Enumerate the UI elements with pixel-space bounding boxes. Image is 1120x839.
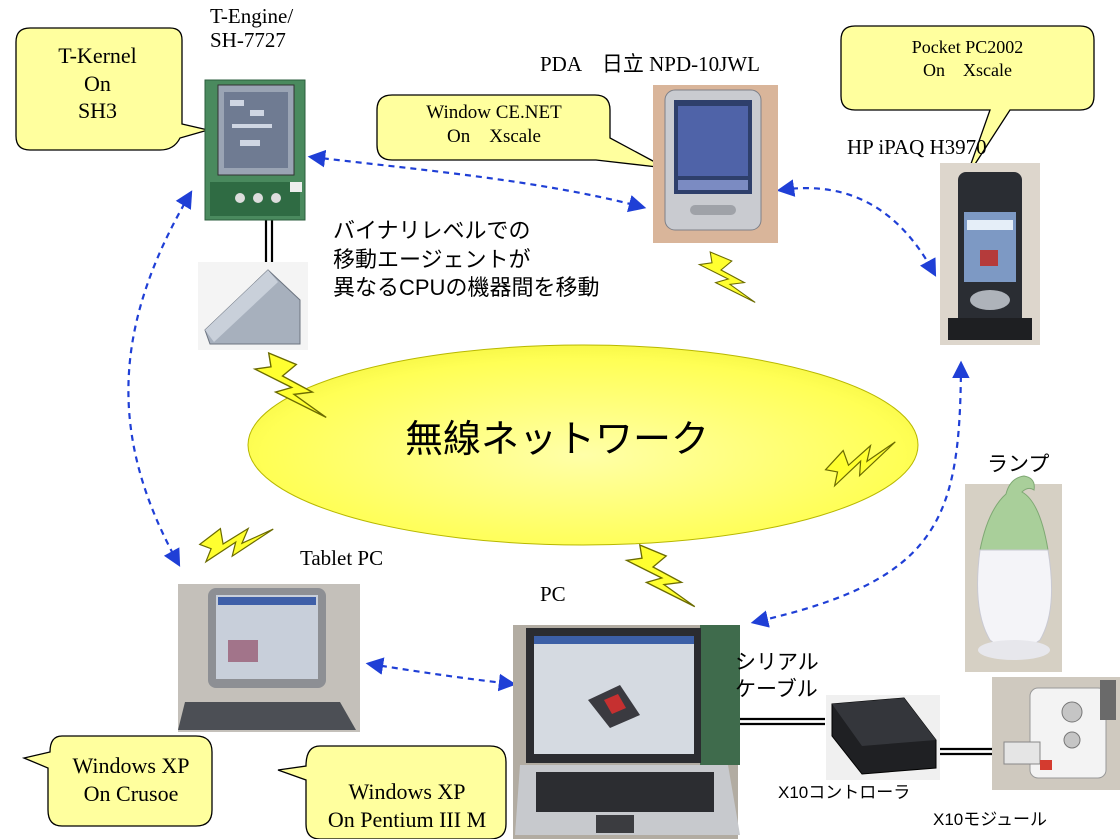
laptop-pc-photo bbox=[513, 625, 740, 839]
lightning-bolt-icon bbox=[193, 500, 274, 584]
lamp-name: ランプ bbox=[987, 453, 1050, 476]
pc-os-line-1: Windows XP bbox=[348, 779, 466, 804]
tengine-board-photo bbox=[204, 79, 306, 221]
lightning-bolt-icon bbox=[625, 544, 696, 608]
callout-shapes bbox=[15, 25, 1095, 839]
network-label: 無線ネットワーク bbox=[405, 419, 710, 461]
pda-os-line-1: Window CE.NET bbox=[426, 102, 562, 123]
tablet-os-text: Windows XP On Crusoe bbox=[52, 752, 210, 807]
pda-hitachi-photo bbox=[653, 85, 778, 243]
tengine-name: T-Engine/ SH-7727 bbox=[210, 4, 293, 52]
arrow-tengine-pda bbox=[307, 149, 647, 213]
cable-lines bbox=[264, 220, 992, 756]
tengine-os-line-3: SH3 bbox=[77, 98, 118, 123]
tengine-os-line-1: T-Kernel bbox=[58, 43, 137, 68]
x10-module-name: X10モジュール bbox=[933, 810, 1048, 829]
serial-cable-label: シリアル ケーブル bbox=[735, 650, 819, 704]
callout-tengine-os bbox=[15, 27, 209, 151]
tablet-pc-name: Tablet PC bbox=[300, 546, 384, 570]
pc-os-text: Windows XP On Pentium III M bbox=[310, 778, 504, 833]
callout-ipaq-os bbox=[840, 25, 1095, 179]
tengine-os-line-2: On bbox=[84, 70, 111, 96]
lightning-bolt-icon bbox=[698, 251, 756, 303]
serial-cable-line-1: シリアル bbox=[735, 651, 819, 674]
callout-pc-os bbox=[277, 745, 507, 839]
message-line-2: 移動エージェントが bbox=[333, 246, 531, 272]
message-line-1: バイナリレベルでの bbox=[333, 218, 531, 243]
arrow-tablet-pc bbox=[365, 657, 517, 692]
pda-os-text: Window CE.NET On Xscale bbox=[380, 101, 608, 149]
pda-name: PDA 日立 NPD-10JWL bbox=[540, 52, 760, 76]
hp-ipaq-photo bbox=[940, 163, 1040, 345]
tablet-os-line-2: On Crusoe bbox=[83, 780, 179, 806]
x10-module-photo bbox=[992, 677, 1120, 790]
arrow-pda-ipaq bbox=[776, 179, 937, 277]
tablet-os-line-1: Windows XP bbox=[72, 753, 190, 778]
ipaq-os-text: Pocket PC2002 On Xscale bbox=[845, 36, 1090, 81]
x10-controller-photo bbox=[826, 695, 940, 780]
arrow-tengine-tablet bbox=[127, 190, 193, 567]
wireless-router-photo bbox=[198, 262, 308, 350]
tengine-name-line-1: T-Engine/ bbox=[210, 4, 294, 28]
callout-tablet-os bbox=[21, 735, 213, 827]
tablet-pc-photo bbox=[178, 584, 360, 732]
arrow-ipaq-pc bbox=[750, 360, 970, 628]
x10-controller-name: X10コントローラ bbox=[778, 783, 911, 802]
tengine-os-text: T-Kernel On SH3 bbox=[20, 42, 175, 125]
ipaq-os-line-2: On Xscale bbox=[923, 59, 1012, 80]
pda-os-line-2: On Xscale bbox=[447, 125, 541, 147]
serial-cable-line-2: ケーブル bbox=[735, 677, 818, 701]
message-line-3: 異なるCPUの機器間を移動 bbox=[333, 275, 600, 301]
lamp-photo bbox=[965, 475, 1062, 672]
tengine-name-line-2: SH-7727 bbox=[210, 28, 286, 53]
pc-os-line-2: On Pentium III M bbox=[327, 806, 487, 832]
ipaq-name: HP iPAQ H3970 bbox=[847, 135, 987, 159]
pc-name: PC bbox=[540, 582, 566, 606]
mobile-agent-message: バイナリレベルでの 移動エージェントが 異なるCPUの機器間を移動 bbox=[333, 217, 599, 303]
ipaq-os-line-1: Pocket PC2002 bbox=[911, 37, 1024, 57]
callout-pda-os bbox=[376, 94, 667, 169]
